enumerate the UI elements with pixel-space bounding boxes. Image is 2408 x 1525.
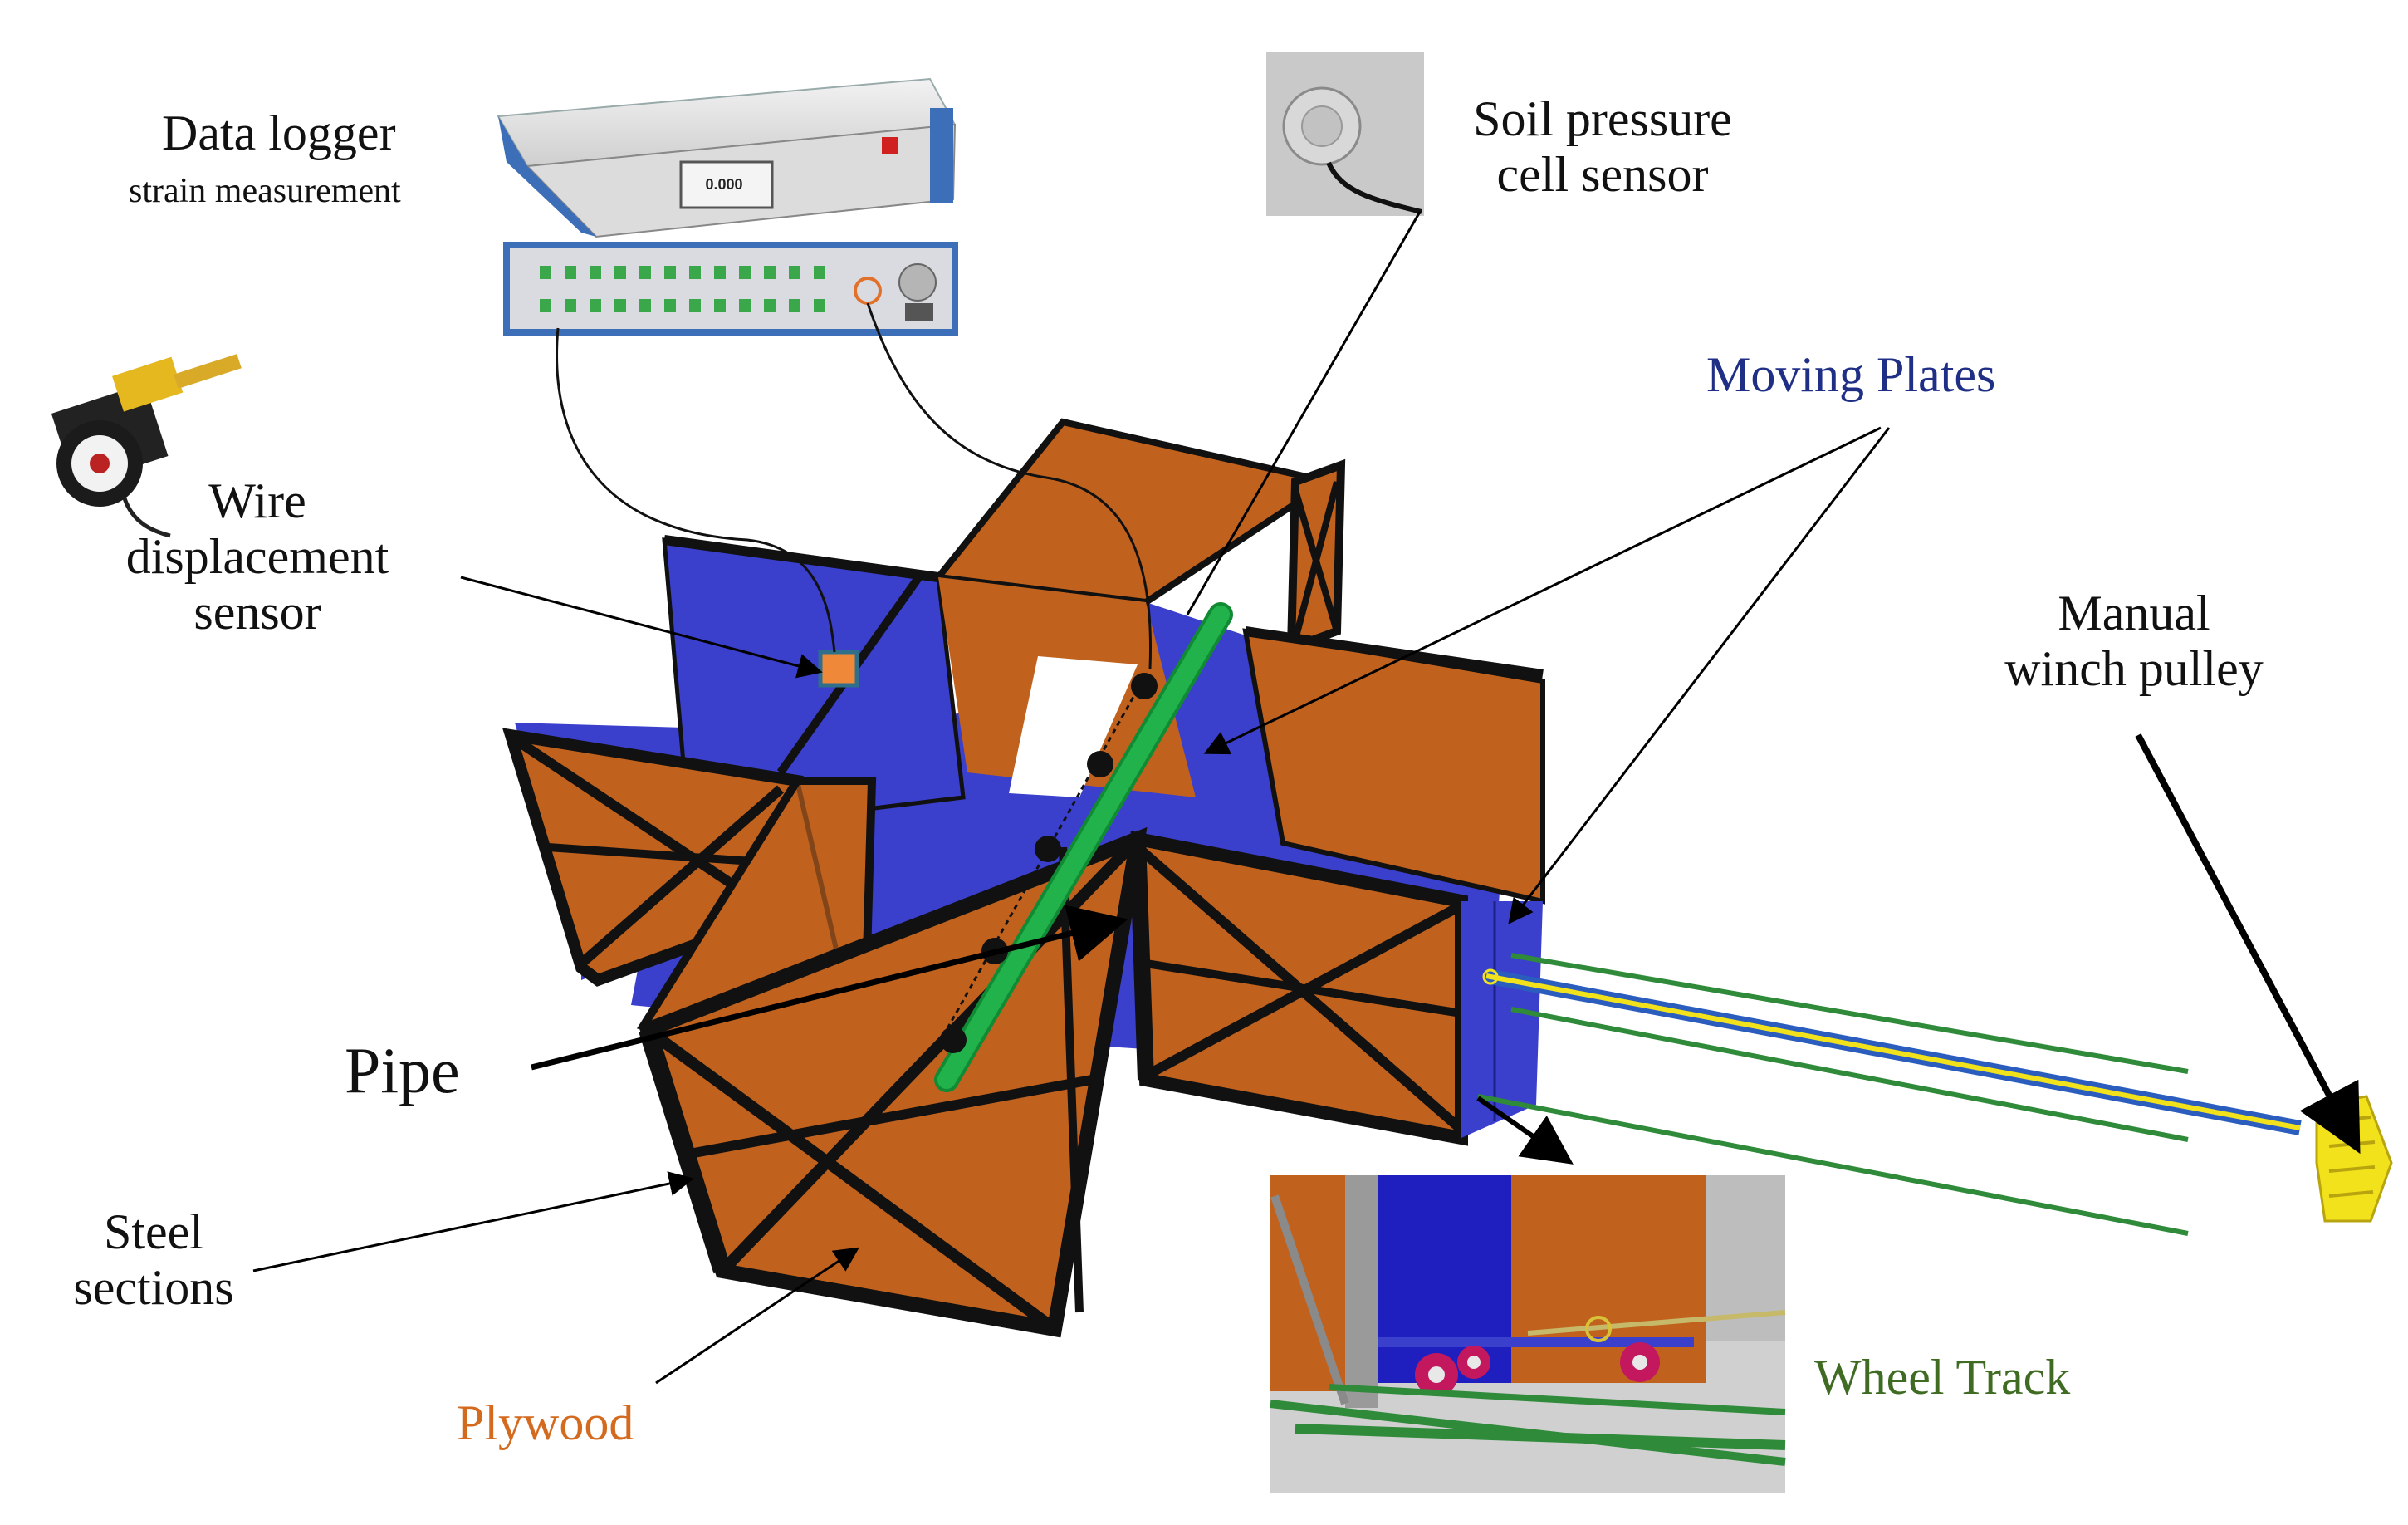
- moving-plates-label: Moving Plates: [1706, 347, 1996, 402]
- data-logger-subtitle: strain measurement: [129, 172, 401, 210]
- soil-pressure-label-line1: Soil pressure: [1473, 91, 1732, 146]
- wheel-track-label: Wheel Track: [1814, 1350, 2071, 1405]
- leader-lines: [252, 211, 2361, 1385]
- pipe-label: Pipe: [345, 1034, 460, 1106]
- winch-label-line2: winch pulley: [2004, 641, 2264, 697]
- data-logger-device: 0.000: [497, 77, 958, 336]
- soil-pressure-label: Soil pressure cell sensor: [1428, 91, 1777, 203]
- steel-sections-label: Steel sections: [33, 1204, 274, 1316]
- data-logger-title: Data logger: [162, 105, 396, 160]
- winch-label-line1: Manual: [2058, 586, 2210, 640]
- soil-pressure-label-line2: cell sensor: [1496, 147, 1709, 203]
- winch-cable: [1482, 968, 2302, 1135]
- wire-sensor-label: Wire displacement sensor: [91, 473, 423, 641]
- wire-sensor-label-line1: Wire: [208, 473, 306, 528]
- logger-display-readout: 0.000: [705, 176, 742, 193]
- wire-displacement-sensor-device: [51, 354, 242, 538]
- wire-sensor-label-line3: sensor: [193, 585, 321, 640]
- wire-sensor-marker: [818, 650, 859, 688]
- logger-cables: [556, 302, 1153, 669]
- wire-sensor-label-line2: displacement: [125, 529, 389, 585]
- plywood-label: Plywood: [457, 1395, 634, 1450]
- winch-pulley: [2315, 1095, 2393, 1223]
- soil-pressure-cell-photo: [1266, 52, 1424, 216]
- strain-gauge-point: [1087, 751, 1113, 777]
- pipe: [934, 602, 1233, 1092]
- steel-sections-label-line2: sections: [73, 1260, 234, 1316]
- wheel-track-rails: [1477, 953, 2189, 1236]
- wheel-track-inset: [1270, 1175, 1786, 1493]
- strain-gauge-point: [940, 1027, 967, 1053]
- strain-gauge-point: [1131, 673, 1158, 699]
- steel-sections-label-line1: Steel: [104, 1204, 203, 1259]
- winch-label: Manual winch pulley: [1968, 586, 2300, 697]
- strain-gauge-point: [1035, 836, 1061, 862]
